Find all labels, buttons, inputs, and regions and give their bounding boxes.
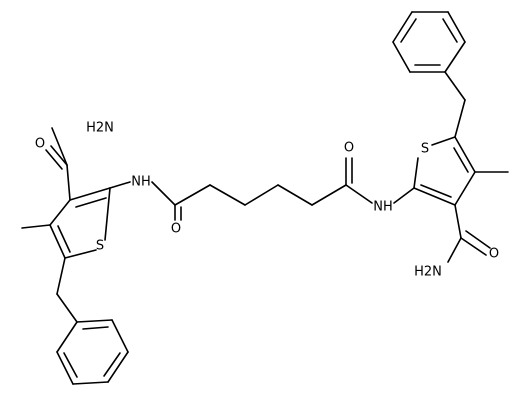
bond-ph-right-2: [447, 11, 466, 43]
bond-ring-left-c3-c2-double: [75, 197, 107, 208]
bond-chain-5: [311, 184, 347, 206]
bond-nh-c2-right: [393, 187, 415, 204]
bond-benzyl-ch2-left: [56, 257, 66, 295]
bond-ring-right-c4-c3: [454, 171, 476, 206]
bond-amide-cn-right: [447, 237, 462, 263]
bond-ph-left-6: [56, 321, 78, 353]
bond-ring-left-s-c5: [64, 249, 97, 259]
bond-ring-right-c3-c2: [413, 187, 456, 206]
bond-ring-left-c5-c4: [49, 224, 66, 259]
bond-amide-cn-left: [51, 127, 68, 166]
bond-ph-left-d2: [103, 352, 121, 377]
bond-ph-left-2: [111, 319, 129, 353]
bond-amide-co-right-double: [465, 230, 491, 249]
bond-chain-3: [244, 184, 279, 206]
bond-ring-right-c2-s: [413, 157, 419, 189]
atom-o-amide-left: O: [35, 137, 45, 152]
bond-amide-co-left: [50, 145, 68, 166]
bond-co-nh-right: [345, 184, 373, 204]
bond-benzyl-ch2-right: [454, 99, 466, 138]
bond-ph-right-4: [392, 11, 413, 43]
atom-o-link-left: O: [171, 222, 181, 237]
atom-n-amide-right: H2N: [414, 265, 442, 280]
bond-ph-left-1: [76, 319, 113, 323]
bond-ring-left-c4-c3: [49, 199, 71, 226]
bond-ring-left-c5-c4-double: [57, 225, 71, 253]
bond-methyl-left: [21, 224, 51, 229]
atom-o-amide-right: O: [489, 247, 499, 262]
bond-ring-right-c5-c4-double: [453, 147, 469, 173]
bond-amide-co-left-double: [45, 149, 63, 170]
bond-ring-right-s-c5: [431, 136, 456, 146]
bond-ph-left-d3: [63, 352, 78, 378]
bond-ring-right-c5-c4: [454, 136, 476, 173]
bond-amide-co-right: [460, 237, 487, 256]
bond-ph-left-d1: [82, 326, 109, 330]
atom-nh-left: NH: [131, 175, 151, 190]
bond-ph-left-5: [56, 351, 74, 385]
bond-c2-nh-left: [109, 181, 131, 189]
bond-ph-left-3: [107, 351, 129, 383]
bond-ring-right-c3-c2-double: [420, 184, 452, 198]
bond-benzyl-ipso-right: [444, 71, 466, 101]
bond-ph-right-5: [392, 41, 411, 73]
bond-amide-c3-right: [454, 204, 462, 239]
bond-ph-right-d2: [400, 18, 417, 43]
bond-ring-left-c3-c2: [69, 187, 111, 201]
atom-s-left: S: [96, 239, 104, 254]
bond-nh-co-left: [151, 181, 176, 206]
bond-ph-left-4: [72, 381, 109, 385]
bond-ring-left-c2-s: [104, 187, 111, 241]
bond-chain-2: [209, 184, 246, 206]
atom-s-right: S: [421, 142, 429, 157]
bond-benzyl-ipso-left: [56, 293, 78, 323]
bond-chain-1: [174, 184, 211, 206]
bond-chain-4: [277, 184, 313, 206]
atom-nh-right: NH: [373, 200, 393, 215]
bond-ph-right-d1: [442, 18, 458, 43]
bond-amide-c3-left: [66, 164, 71, 201]
atom-o-link-right: O: [344, 141, 354, 156]
bond-ph-right-1: [444, 41, 466, 73]
atom-n-amide-left: H2N: [86, 121, 114, 136]
